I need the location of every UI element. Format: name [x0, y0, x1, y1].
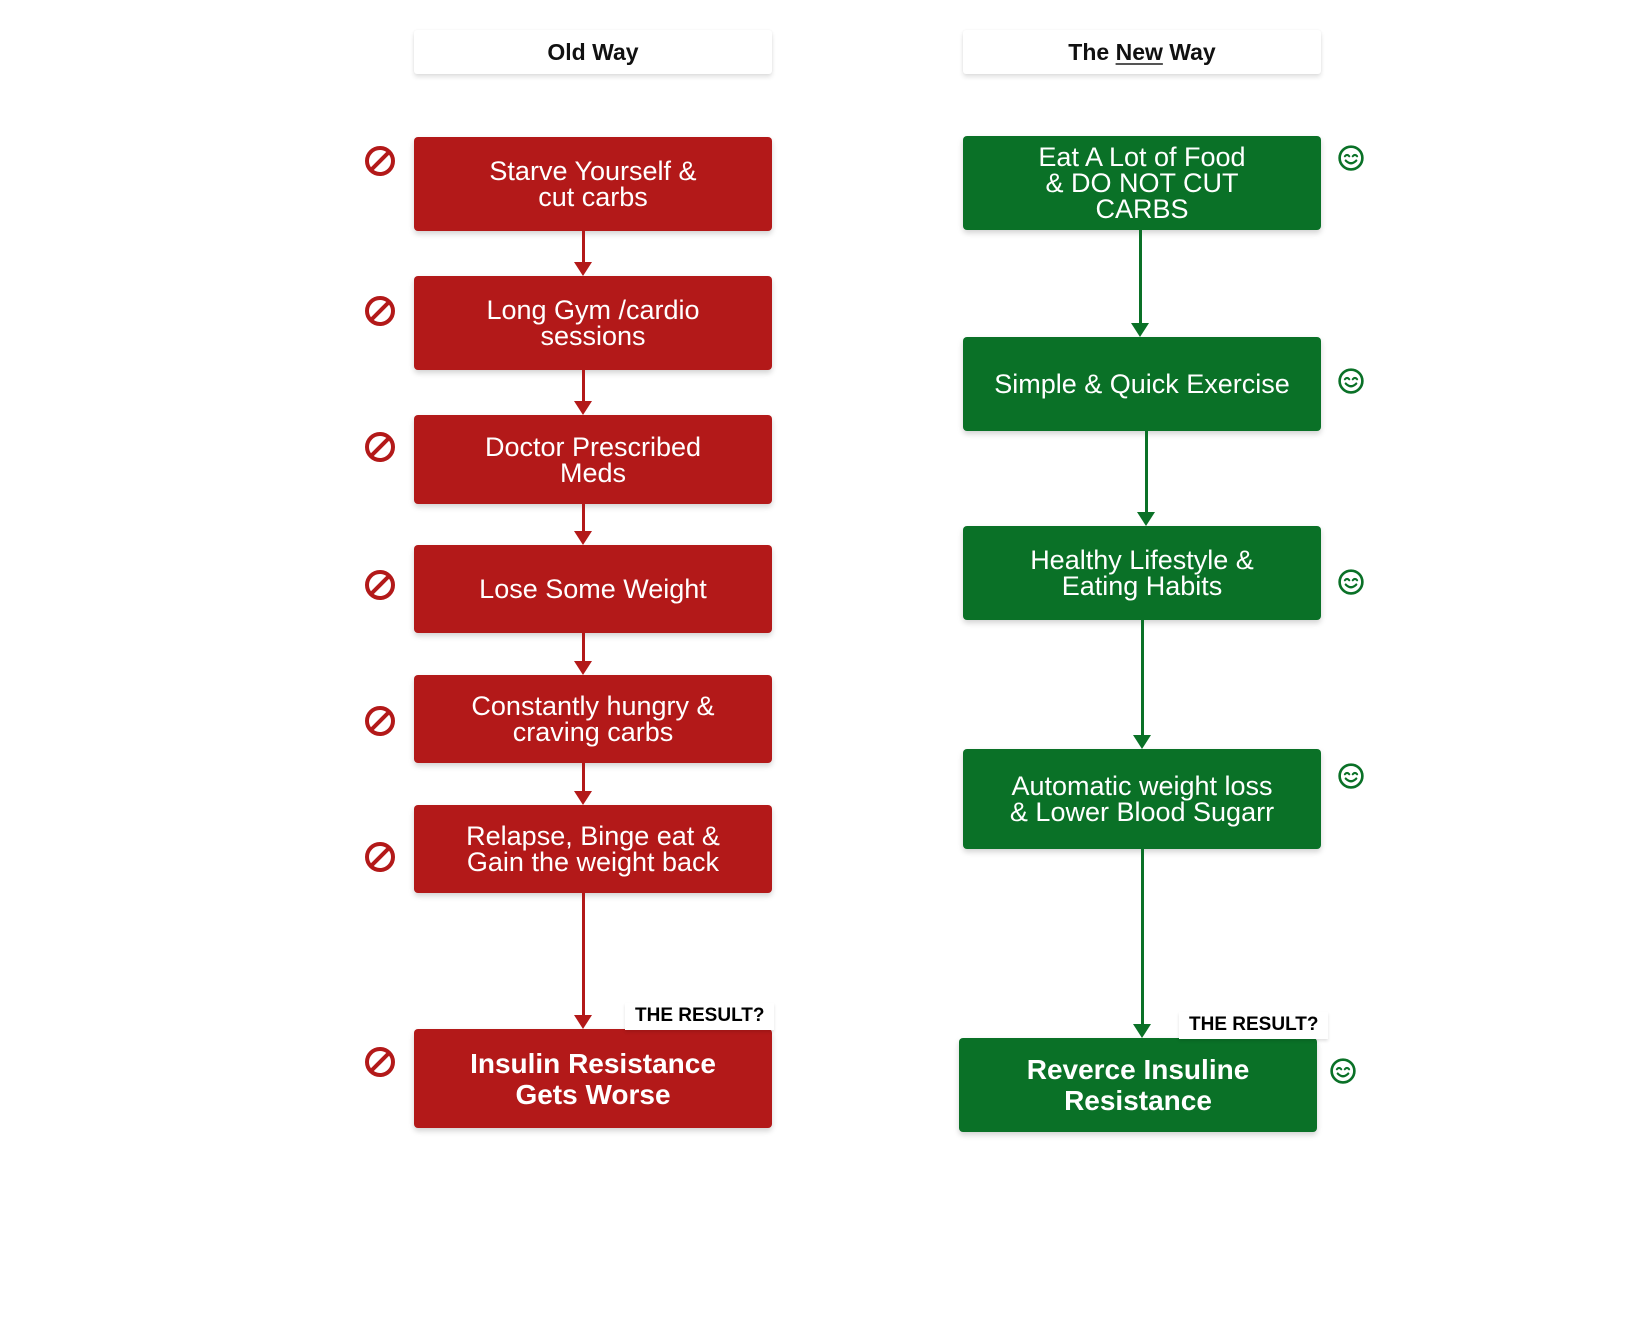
arrowhead-icon — [1133, 1024, 1151, 1038]
old-step-box: Relapse, Binge eat & Gain the weight bac… — [414, 805, 772, 893]
arrowhead-icon — [574, 791, 592, 805]
new-way-title-emphasis: New — [1115, 38, 1163, 65]
arrowhead-icon — [1133, 735, 1151, 749]
new-step-box: Automatic weight loss & Lower Blood Suga… — [963, 749, 1321, 849]
connector-line — [1140, 849, 1144, 1026]
arrowhead-icon — [574, 262, 592, 276]
new-step-label: Healthy Lifestyle & Eating Habits — [1030, 545, 1254, 601]
new-step-label: Automatic weight loss & Lower Blood Suga… — [1009, 771, 1275, 827]
arrowhead-icon — [1131, 323, 1149, 337]
connector-line — [581, 763, 585, 793]
new-step-label: Simple & Quick Exercise — [994, 369, 1290, 399]
old-step-box: Constantly hungry & craving carbs — [414, 675, 772, 763]
new-step-box: Simple & Quick Exercise — [963, 337, 1321, 431]
connector-line — [581, 893, 585, 1017]
arrowhead-icon — [574, 531, 592, 545]
old-step-label: Starve Yourself & cut carbs — [489, 156, 697, 212]
new-step-label: Eat A Lot of Food & DO NOT CUT CARBS — [1038, 142, 1246, 224]
ban-icon — [365, 1047, 395, 1077]
smile-icon — [1338, 368, 1364, 394]
arrowhead-icon — [574, 1015, 592, 1029]
ban-icon — [365, 570, 395, 600]
ban-icon — [365, 432, 395, 462]
arrowhead-icon — [574, 661, 592, 675]
connector-line — [581, 370, 585, 403]
old-result-tag: THE RESULT? — [625, 1003, 775, 1030]
old-step-label: Relapse, Binge eat & Gain the weight bac… — [466, 821, 720, 877]
old-step-label: Doctor Prescribed Meds — [484, 431, 702, 488]
ban-icon — [365, 146, 395, 176]
new-way-title-prefix: The — [1068, 38, 1116, 65]
new-step-box: Eat A Lot of Food & DO NOT CUT CARBS — [963, 136, 1321, 230]
old-step-label: Lose Some Weight — [479, 574, 707, 604]
arrowhead-icon — [1137, 512, 1155, 526]
ban-icon — [365, 842, 395, 872]
smile-icon — [1338, 145, 1364, 171]
old-step-label: Constantly hungry & craving carbs — [471, 691, 715, 747]
smile-icon — [1338, 763, 1364, 789]
new-step-box: Healthy Lifestyle & Eating Habits — [963, 526, 1321, 620]
new-way-title: The New Way — [1068, 39, 1215, 66]
old-way-title: Old Way — [547, 38, 639, 65]
old-result-label: Insulin Resistance Gets Worse — [470, 1047, 716, 1110]
arrowhead-icon — [574, 401, 592, 415]
old-way-header: Old Way — [414, 30, 772, 74]
new-result-box: Reverce Insuline Resistance — [959, 1038, 1317, 1132]
old-result-box: Insulin Resistance Gets Worse — [414, 1029, 772, 1128]
new-result-label: Reverce Insuline Resistance — [1026, 1054, 1250, 1116]
connector-line — [1144, 431, 1148, 514]
new-way-title-suffix: Way — [1162, 38, 1216, 65]
old-step-box: Starve Yourself & cut carbs — [414, 137, 772, 231]
smile-icon — [1338, 569, 1364, 595]
old-step-box: Doctor Prescribed Meds — [414, 415, 772, 504]
connector-line — [1138, 230, 1142, 325]
new-way-header: The New Way — [963, 30, 1321, 74]
ban-icon — [365, 706, 395, 736]
old-step-box: Long Gym /cardio sessions — [414, 276, 772, 370]
connector-line — [581, 633, 585, 663]
connector-line — [1140, 620, 1144, 737]
old-step-label: Long Gym /cardio sessions — [486, 295, 700, 351]
ban-icon — [365, 296, 395, 326]
new-result-tag: THE RESULT? — [1179, 1012, 1329, 1039]
smile-icon — [1330, 1058, 1356, 1084]
connector-line — [581, 504, 585, 533]
old-step-box: Lose Some Weight — [414, 545, 772, 633]
connector-line — [581, 231, 585, 264]
